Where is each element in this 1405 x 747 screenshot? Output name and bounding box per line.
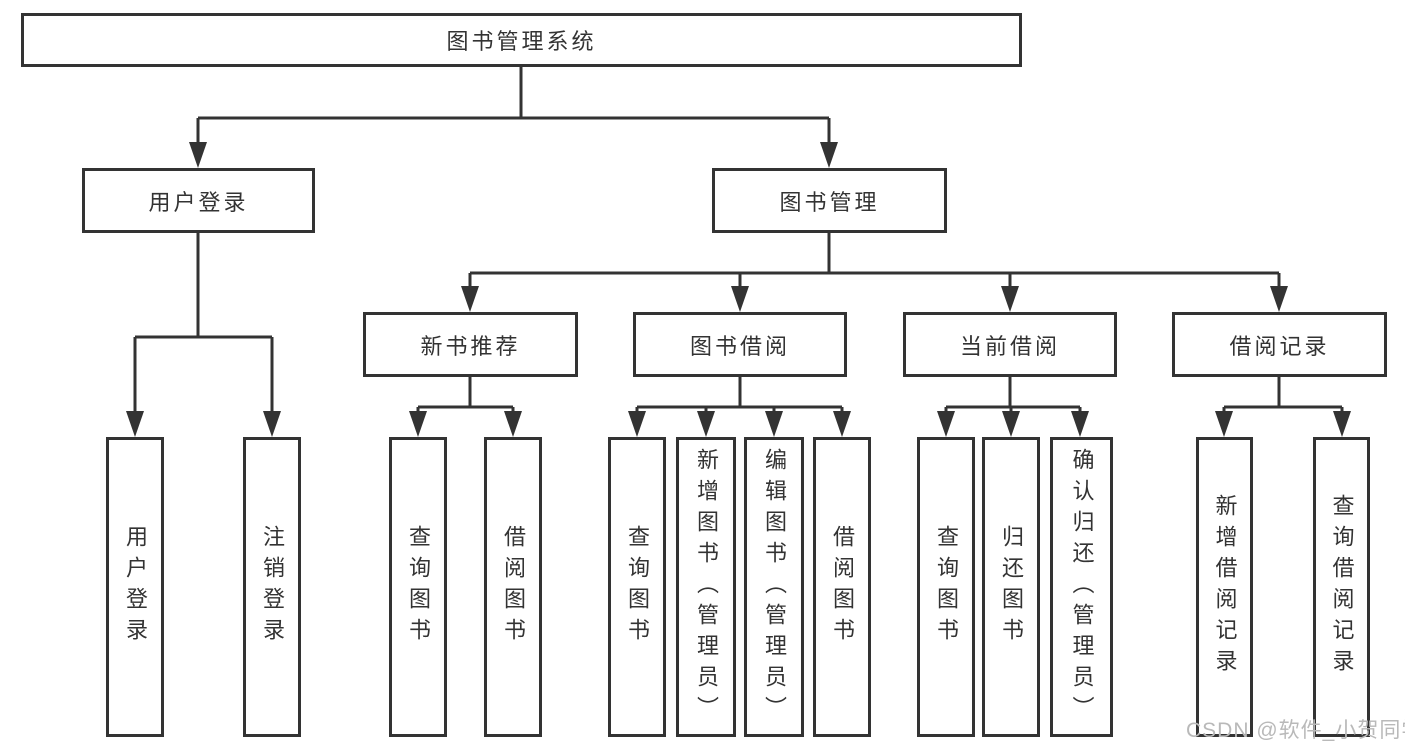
node-book-management-label: 图书管理 [779,189,880,215]
node-borrowing-records: 借阅记录 [1172,312,1387,377]
node-book-borrowing: 图书借阅 [633,312,847,377]
leaf-confirm-return-admin-label: 确认归还（管理员） [1069,447,1095,727]
node-borrowing-records-label: 借阅记录 [1229,333,1330,359]
node-user-login: 用户登录 [82,168,315,233]
leaf-add-book-admin-label: 新增图书（管理员） [694,447,719,727]
arrowhead-icons [126,142,1351,437]
leaf-borrow-book-borrowing: 借阅图书 [813,437,871,737]
leaf-query-borrow-record: 查询借阅记录 [1313,437,1370,737]
node-user-login-label: 用户登录 [148,189,249,215]
leaf-edit-book-admin-label: 编辑图书（管理员） [762,447,787,727]
leaf-confirm-return-admin: 确认归还（管理员） [1050,437,1113,737]
leaf-return-book-label: 归还图书 [999,525,1024,649]
leaf-add-borrow-record: 新增借阅记录 [1196,437,1253,737]
leaf-query-book-current-label: 查询图书 [934,525,959,649]
leaf-borrow-book-borrowing-label: 借阅图书 [830,525,855,649]
node-root-label: 图书管理系统 [446,29,597,54]
node-current-borrowing: 当前借阅 [903,312,1117,377]
leaf-logout: 注销登录 [243,437,301,737]
node-root: 图书管理系统 [21,13,1022,67]
leaf-edit-book-admin: 编辑图书（管理员） [744,437,804,737]
leaf-user-login: 用户登录 [106,437,164,737]
leaf-add-book-admin: 新增图书（管理员） [676,437,736,737]
node-new-book-recommend-label: 新书推荐 [420,333,521,359]
leaf-query-book-borrowing: 查询图书 [608,437,666,737]
node-book-borrowing-label: 图书借阅 [689,333,790,359]
leaf-return-book: 归还图书 [982,437,1040,737]
leaf-add-borrow-record-label: 新增借阅记录 [1212,494,1238,680]
leaf-borrow-book-recommend: 借阅图书 [484,437,542,737]
leaf-query-book-recommend-label: 查询图书 [406,525,431,649]
csdn-watermark: CSDN @软件_小贺同学 [1186,719,1405,742]
leaf-logout-label: 注销登录 [260,525,285,649]
leaf-query-book-recommend: 查询图书 [389,437,447,737]
leaf-query-book-current: 查询图书 [917,437,975,737]
leaf-borrow-book-recommend-label: 借阅图书 [501,525,526,649]
leaf-query-borrow-record-label: 查询借阅记录 [1329,494,1355,680]
leaf-user-login-label: 用户登录 [123,525,148,649]
node-current-borrowing-label: 当前借阅 [959,333,1060,359]
node-book-management: 图书管理 [712,168,947,233]
node-new-book-recommend: 新书推荐 [363,312,578,377]
leaf-query-book-borrowing-label: 查询图书 [625,525,650,649]
